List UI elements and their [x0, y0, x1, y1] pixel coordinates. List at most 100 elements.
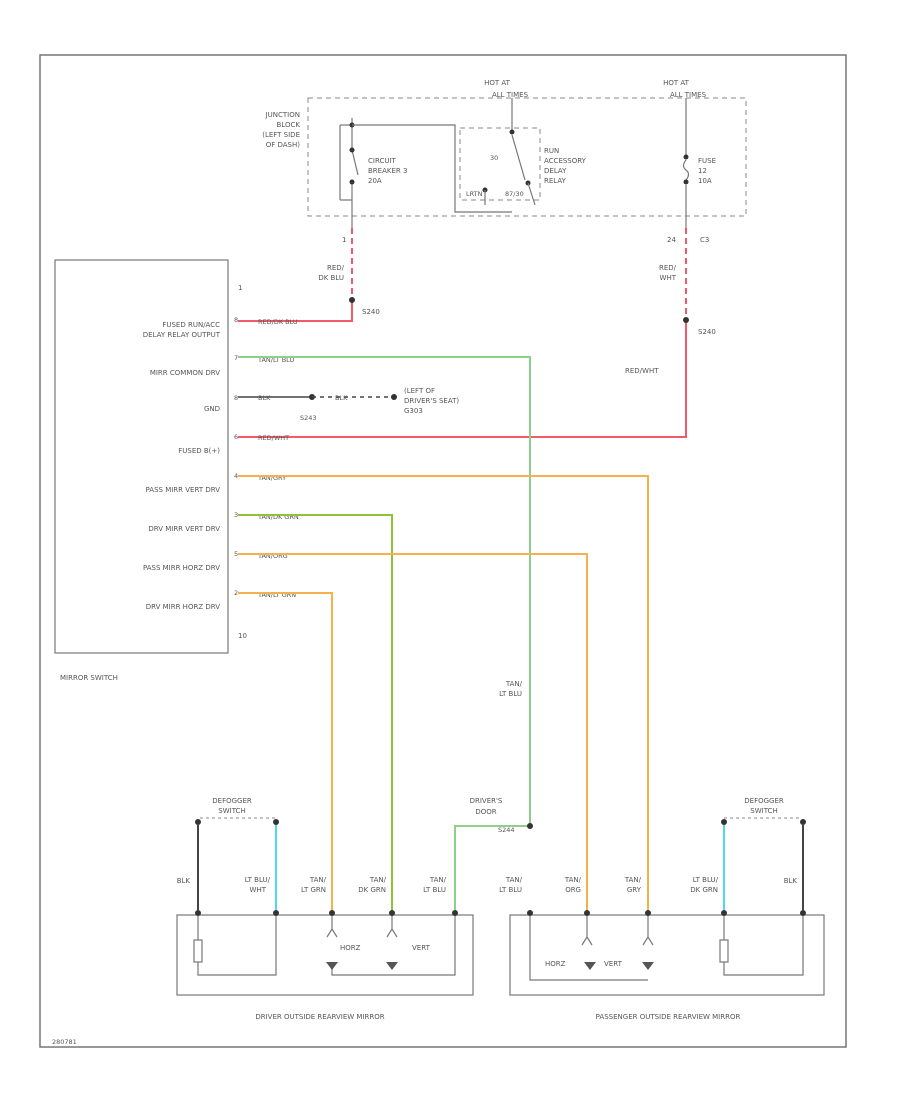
svg-text:TAN/LT BLU: TAN/LT BLU — [257, 356, 294, 364]
svg-text:ALL TIMES: ALL TIMES — [492, 91, 529, 99]
svg-text:RUN: RUN — [544, 147, 559, 155]
switch-pin-top: 1 — [238, 284, 242, 292]
red-wht-wire — [238, 320, 687, 438]
junction-pin-1: 1 — [342, 236, 346, 244]
junction-block-label: JUNCTION BLOCK (LEFT SIDE OF DASH) — [262, 111, 300, 149]
svg-text:PASS MIRR HORZ DRV: PASS MIRR HORZ DRV — [143, 564, 220, 572]
svg-text:LT GRN: LT GRN — [301, 886, 326, 894]
red-wht-long-label: RED/WHT — [625, 367, 659, 375]
red-dkblu-label: RED/ DK BLU — [318, 264, 344, 282]
svg-text:TAN/: TAN/ — [369, 876, 387, 884]
svg-text:BLOCK: BLOCK — [277, 121, 301, 129]
svg-text:BLK: BLK — [784, 877, 798, 885]
svg-text:4: 4 — [234, 472, 238, 480]
svg-text:(LEFT SIDE: (LEFT SIDE — [262, 131, 300, 139]
switch-pin-bottom: 10 — [238, 632, 247, 640]
outer-frame — [39, 54, 847, 1048]
svg-text:ACCESSORY: ACCESSORY — [544, 157, 587, 165]
svg-text:S243: S243 — [300, 414, 317, 422]
svg-text:TAN/: TAN/ — [624, 876, 642, 884]
passenger-mirror-internals: HORZ VERT — [527, 910, 806, 981]
driver-mirror-title: DRIVER OUTSIDE REARVIEW MIRROR — [255, 1013, 384, 1021]
switch-row-drv-vert: DRV MIRR VERT DRV 3 TAN/DK GRN — [148, 511, 299, 533]
svg-text:JUNCTION: JUNCTION — [265, 111, 300, 119]
svg-text:2: 2 — [234, 589, 238, 597]
svg-text:8: 8 — [234, 394, 238, 402]
drivers-door-label: DRIVER'S DOOR — [470, 797, 503, 816]
tan-ltblu-wire — [238, 356, 531, 826]
svg-text:RED/DK BLU: RED/DK BLU — [258, 318, 298, 326]
circuit-breaker: CIRCUIT BREAKER 3 20A — [339, 118, 407, 228]
svg-text:DK GRN: DK GRN — [358, 886, 386, 894]
svg-text:7: 7 — [234, 354, 238, 362]
driver-mirror-body — [176, 914, 474, 996]
svg-text:3: 3 — [234, 511, 238, 519]
mirror-switch-body — [54, 259, 229, 654]
passenger-mirror-title: PASSENGER OUTSIDE REARVIEW MIRROR — [596, 1013, 741, 1021]
switch-row-fused-b: FUSED B(+) 6 RED/WHT — [178, 433, 289, 455]
svg-text:PASS MIRR VERT DRV: PASS MIRR VERT DRV — [146, 486, 221, 494]
hot-at-all-times-2: HOT AT ALL TIMES — [663, 79, 706, 99]
passenger-mirror-wire-labels: TAN/ LT BLU TAN/ ORG TAN/ GRY LT BLU/ DK… — [499, 876, 797, 894]
svg-text:WHT: WHT — [250, 886, 267, 894]
red-wht-label: RED/ WHT — [659, 264, 677, 282]
tan-ltblu-driver-branch — [454, 825, 530, 910]
switch-row-drv-horz: DRV MIRR HORZ DRV 2 TAN/LT GRN — [146, 589, 297, 611]
svg-text:GND: GND — [204, 405, 220, 413]
svg-text:GRY: GRY — [627, 886, 642, 894]
svg-text:BLK: BLK — [258, 394, 271, 402]
relay-outline — [459, 127, 541, 201]
svg-text:OF DASH): OF DASH) — [266, 141, 301, 149]
run-accessory-delay-relay: 30 LRTN 87/30 RUN ACCESSORY DELAY RELAY — [466, 98, 587, 206]
svg-text:LT BLU: LT BLU — [499, 690, 522, 698]
driver-defogger-switch: DEFOGGER SWITCH — [195, 797, 279, 825]
svg-text:DRV MIRR VERT DRV: DRV MIRR VERT DRV — [148, 525, 220, 533]
svg-text:TAN/LT GRN: TAN/LT GRN — [257, 591, 296, 599]
switch-row-pass-vert: PASS MIRR VERT DRV 4 TAN/GRY — [146, 472, 287, 494]
bus-bar — [352, 124, 512, 213]
svg-text:20A: 20A — [368, 177, 382, 185]
junction-block-outline — [307, 97, 747, 217]
svg-text:CIRCUIT: CIRCUIT — [368, 157, 397, 165]
tan-dkgrn-wire — [238, 514, 393, 910]
svg-text:DRIVER'S SEAT): DRIVER'S SEAT) — [404, 397, 459, 405]
svg-text:RED/: RED/ — [327, 264, 345, 272]
svg-text:SWITCH: SWITCH — [218, 807, 245, 815]
ground-circuit: BLK S243 BLK (LEFT OF DRIVER'S SEAT) G30… — [238, 387, 459, 422]
passenger-defogger-switch: DEFOGGER SWITCH — [721, 797, 806, 825]
svg-text:BLK: BLK — [177, 877, 191, 885]
svg-text:8: 8 — [234, 316, 238, 324]
svg-text:DRIVER'S: DRIVER'S — [470, 797, 503, 805]
splice-s240-left-label: S240 — [362, 308, 380, 316]
svg-text:6: 6 — [234, 433, 238, 441]
svg-text:TAN/: TAN/ — [505, 680, 523, 688]
svg-text:TAN/ORG: TAN/ORG — [257, 552, 288, 560]
svg-text:LT BLU/: LT BLU/ — [693, 876, 719, 884]
mirror-switch-title: MIRROR SWITCH — [60, 674, 118, 682]
passenger-mirror-body — [509, 914, 825, 996]
splice-s240-right — [683, 317, 689, 323]
svg-text:DRV MIRR HORZ DRV: DRV MIRR HORZ DRV — [146, 603, 220, 611]
svg-text:RED/: RED/ — [659, 264, 677, 272]
fuse-12: FUSE 12 10A — [682, 98, 716, 228]
svg-text:TAN/: TAN/ — [505, 876, 523, 884]
svg-text:LT BLU: LT BLU — [499, 886, 522, 894]
svg-text:SWITCH: SWITCH — [750, 807, 777, 815]
svg-text:(LEFT OF: (LEFT OF — [404, 387, 435, 395]
svg-text:5: 5 — [234, 550, 238, 558]
tan-org-wire — [238, 553, 588, 910]
splice-s240-right-label: S240 — [698, 328, 716, 336]
tan-gry-wire — [238, 475, 649, 910]
svg-text:DOOR: DOOR — [475, 808, 496, 816]
svg-text:ALL TIMES: ALL TIMES — [670, 91, 707, 99]
svg-text:G303: G303 — [404, 407, 423, 415]
svg-text:DEFOGGER: DEFOGGER — [744, 797, 784, 805]
switch-row-pass-horz: PASS MIRR HORZ DRV 5 TAN/ORG — [143, 550, 288, 572]
svg-text:TAN/: TAN/ — [429, 876, 447, 884]
svg-text:12: 12 — [698, 167, 707, 175]
svg-text:FUSED RUN/ACC: FUSED RUN/ACC — [162, 321, 220, 329]
switch-row-mirr-common: MIRR COMMON DRV 7 TAN/LT BLU — [150, 354, 295, 377]
svg-text:TAN/: TAN/ — [309, 876, 327, 884]
switch-row-gnd: GND 8 — [204, 394, 238, 413]
